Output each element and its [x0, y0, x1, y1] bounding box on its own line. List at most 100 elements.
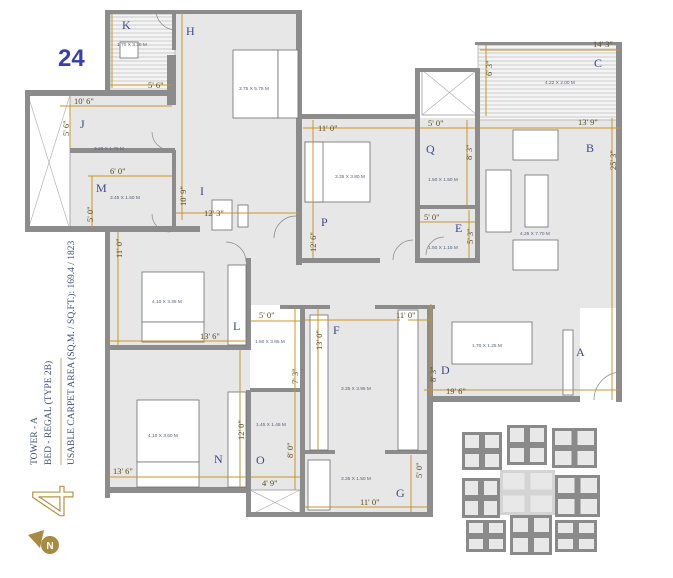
north-compass: N: [28, 530, 59, 554]
unit-type-label: BED - REGAL (TYPE 2B): [43, 361, 54, 465]
dim-i-height: 10' 9": [178, 186, 188, 206]
room-size-m: 3.45 X 1.50 M: [110, 195, 140, 201]
room-letter-m: M: [96, 181, 107, 195]
balcony-c: [477, 44, 621, 121]
key-plan: [462, 425, 600, 555]
key-plan-room: [485, 435, 499, 448]
room-size-g: 3.35 X 1.50 M: [341, 476, 371, 482]
key-plan-room: [465, 501, 478, 515]
key-plan-room: [465, 454, 479, 467]
room-size-b: 4.25 X 7.70 M: [520, 231, 550, 237]
dim-k-width: 5' 6": [148, 80, 164, 90]
key-plan-room: [530, 428, 544, 442]
logo-mark: 4: [21, 485, 86, 517]
dim-d-width: 19' 6": [446, 386, 466, 396]
room-size-e: 1.50 X 1.15 M: [428, 245, 458, 251]
tower-label: TOWER - A: [30, 417, 40, 465]
room-letter-f: F: [333, 323, 340, 337]
key-plan-room: [580, 478, 597, 493]
room-size-f: 3.35 X 3.95 M: [341, 386, 371, 392]
key-plan-room: [558, 499, 575, 514]
room-size-q: 1.50 X 1.50 M: [428, 177, 458, 183]
north-arrow-icon: [28, 530, 44, 548]
dim-i-width: 12' 3": [204, 208, 224, 218]
key-plan-room: [513, 538, 528, 552]
walls: [25, 10, 622, 517]
key-plan-room: [530, 448, 544, 462]
room-letter-j: J: [80, 117, 85, 131]
key-plan-room: [503, 473, 525, 490]
key-plan-room: [577, 431, 594, 445]
room-size-d: 1.70 X 1.25 M: [472, 343, 502, 349]
key-plan-room: [510, 428, 524, 442]
dim-m-height: 5' 0": [85, 206, 95, 222]
key-plan-room: [534, 518, 549, 532]
dim-f-width: 11' 0": [396, 310, 416, 320]
key-plan-room: [510, 448, 524, 462]
key-plan-room: [503, 495, 525, 512]
room-size-j: 3.20 X 1.75 M: [94, 146, 124, 152]
key-plan-room: [558, 478, 575, 493]
dim-g-width: 11' 0": [360, 497, 380, 507]
key-plan-room: [484, 501, 497, 515]
room-letter-l: L: [233, 319, 240, 333]
dim-e-height: 5' 3": [465, 228, 475, 244]
shaft-bottom: [249, 489, 301, 516]
dim-f-height: 13' 0": [314, 330, 324, 350]
room-letter-i: I: [200, 184, 204, 198]
carpet-area-label: USABLE CARPET AREA (SQ.M. / SQ.FT.): 169…: [66, 241, 77, 465]
key-plan-room: [579, 539, 594, 549]
dim-c-height: 6' 3": [484, 60, 494, 76]
room-size-c: 4.22 X 2.00 M: [545, 80, 575, 86]
room-letter-e: E: [455, 221, 462, 235]
key-plan-room: [530, 495, 552, 512]
room-sizes: 1.70 X 3.30 M 3.75 X 5.75 M 3.20 X 1.75 …: [94, 42, 575, 482]
dim-j-width: 10' 6": [74, 96, 94, 106]
dim-e-width: 5' 0": [424, 212, 440, 222]
room-letter-q: Q: [426, 142, 435, 156]
room-letter-a: A: [576, 345, 585, 359]
room-letter-o: O: [256, 453, 265, 467]
room-letter-k: K: [122, 18, 131, 32]
shaft-top: [421, 69, 478, 116]
dim-b-height: 25' 3": [608, 150, 618, 170]
key-plan-room: [489, 539, 503, 549]
dim-n-width: 13' 6": [113, 466, 133, 476]
dimension-lines: [60, 14, 620, 512]
room-letter-g: G: [396, 486, 405, 500]
key-plan-room: [530, 473, 552, 490]
key-plan-room: [580, 499, 597, 514]
dim-d-height: 8' 3": [428, 366, 438, 382]
dim-f-passage: 7' 3": [290, 368, 300, 384]
dim-o-width: 4' 9": [262, 478, 278, 488]
dimension-labels: 5' 6" 12' 3" 10' 9" 10' 6" 5' 6" 6' 0" 5…: [61, 39, 618, 507]
key-plan-room: [558, 539, 573, 549]
title-block: TOWER - A BED - REGAL (TYPE 2B) USABLE C…: [20, 241, 86, 518]
dim-l-width: 5' 0": [259, 310, 275, 320]
key-plan-room: [513, 518, 528, 532]
room-letters: K H J M I P Q E C B A D F L N O G: [80, 18, 602, 500]
room-letter-n: N: [214, 452, 223, 466]
dim-j-height: 5' 6": [61, 120, 71, 136]
dim-q-width: 5' 0": [428, 118, 444, 128]
unit-number: 24: [58, 45, 85, 72]
key-plan-room: [577, 451, 594, 465]
room-letter-b: B: [586, 141, 594, 155]
key-plan-room: [489, 523, 503, 533]
room-size-o: 1.45 X 1.45 M: [256, 422, 286, 428]
key-plan-room: [465, 435, 479, 448]
room-size-l-bedroom: 4.10 X 3.35 M: [152, 299, 182, 305]
shaft-left: [27, 94, 71, 231]
key-plan-room: [555, 431, 572, 445]
dim-p-width: 11' 0": [318, 123, 338, 133]
key-plan-room: [534, 538, 549, 552]
dim-c-width: 14' 3": [593, 39, 613, 49]
dim-n-height: 12' 0": [236, 420, 246, 440]
key-plan-room: [558, 523, 573, 533]
key-plan-room: [484, 481, 497, 495]
room-size-k: 1.70 X 3.30 M: [117, 42, 147, 48]
room-size-h: 3.75 X 5.75 M: [239, 86, 269, 92]
room-letter-p: P: [321, 215, 328, 229]
